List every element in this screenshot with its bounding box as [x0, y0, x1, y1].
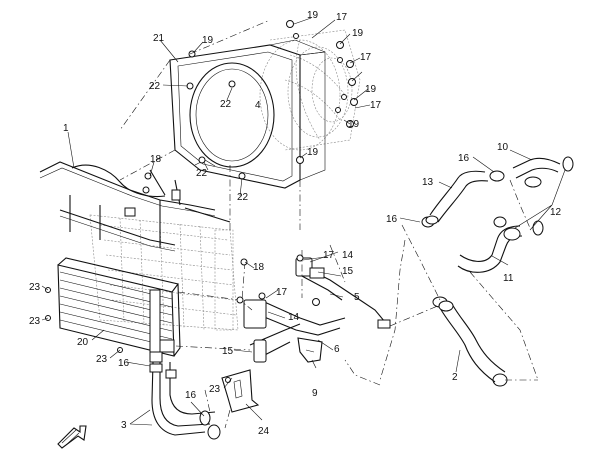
callout-24: 24	[258, 426, 270, 437]
callout-17-c: 17	[370, 100, 382, 111]
front-direction-arrow-icon	[57, 425, 87, 449]
callout-18-upper: 18	[150, 154, 162, 165]
callout-11: 11	[503, 273, 514, 284]
callout-17-d: 17	[323, 250, 335, 261]
callout-19-b: 19	[202, 35, 214, 46]
hose-upper-13	[425, 170, 489, 225]
callout-22-d: 22	[237, 192, 249, 203]
callout-15-upper: 15	[342, 266, 354, 277]
hose-10	[512, 156, 574, 188]
oil-cooler	[57, 257, 181, 363]
callout-2: 2	[452, 372, 458, 383]
callout-10: 10	[497, 142, 509, 153]
wiring-harness-bracket	[39, 161, 231, 252]
callout-9: 9	[312, 388, 318, 399]
callout-21: 21	[153, 33, 165, 44]
line-bracket	[297, 337, 323, 363]
callout-15-lower: 15	[222, 346, 234, 357]
callout-17-b: 17	[360, 52, 372, 63]
callout-16-left: 16	[118, 358, 130, 369]
hose-2	[438, 300, 506, 383]
hose-11	[457, 216, 544, 273]
callout-19-c: 19	[352, 28, 364, 39]
callout-19-a: 19	[307, 10, 319, 21]
callout-18-lower: 18	[253, 262, 265, 273]
callout-19-e: 19	[348, 119, 360, 130]
callout-labels: 1 2 3 4 5 6 9 10 11 12 13 14 14 15 15 16…	[29, 10, 562, 437]
leader-lines	[41, 17, 566, 426]
callout-6: 6	[334, 344, 340, 355]
callout-23-a: 23	[29, 282, 41, 293]
callout-17-a: 17	[336, 12, 348, 23]
callout-14-upper: 14	[342, 250, 354, 261]
callout-16-bottom: 16	[185, 390, 197, 401]
callout-22-a: 22	[149, 81, 161, 92]
callout-23-c: 23	[96, 354, 108, 365]
callout-4: 4	[255, 100, 261, 111]
oil-lines	[243, 254, 391, 363]
callout-14-lower: 14	[288, 312, 300, 323]
callout-19-f: 19	[307, 147, 319, 158]
callout-23-b: 23	[29, 316, 41, 327]
callout-22-b: 22	[220, 99, 232, 110]
callout-22-c: 22	[196, 168, 208, 179]
callout-12: 12	[550, 207, 562, 218]
callout-23-d: 23	[209, 384, 221, 395]
fan-shroud-ghost-fan	[259, 29, 361, 151]
fan-shroud	[169, 39, 326, 189]
fasteners	[45, 172, 248, 383]
alignment-lines	[119, 19, 539, 429]
callout-17-e: 17	[276, 287, 288, 298]
support-bracket	[221, 369, 260, 413]
callout-16-top: 16	[458, 153, 470, 164]
callout-5: 5	[354, 292, 360, 303]
callout-13: 13	[422, 177, 434, 188]
radiator-ghost	[89, 214, 239, 331]
hose-clamps	[199, 170, 508, 440]
callout-3: 3	[121, 420, 127, 431]
callout-16-mid: 16	[386, 214, 398, 225]
cooler-hoses	[149, 361, 216, 436]
callout-19-d: 19	[365, 84, 377, 95]
callout-20: 20	[77, 337, 89, 348]
callout-1: 1	[63, 123, 69, 134]
